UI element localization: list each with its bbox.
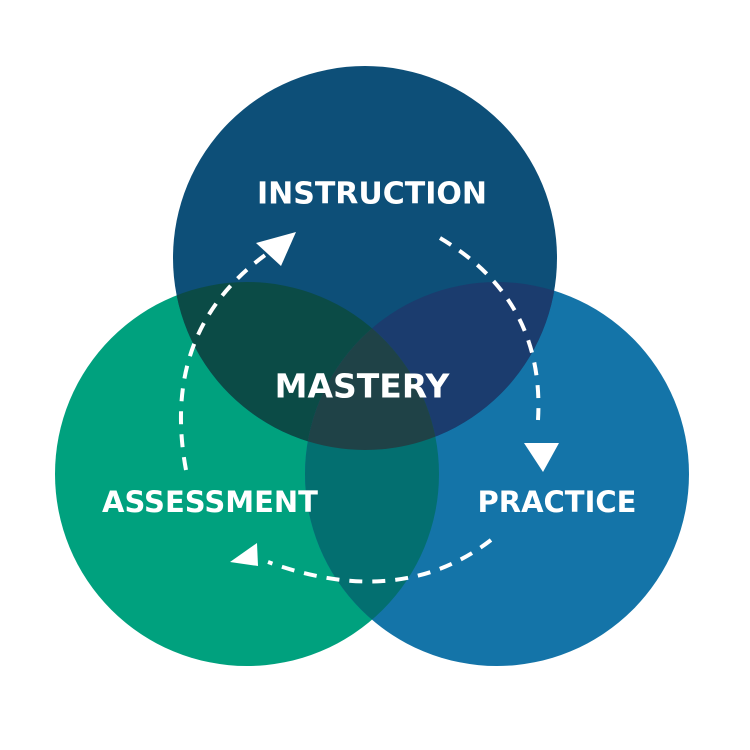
cycle-arc-practice-to-assessment: [267, 538, 493, 584]
label-assessment: ASSESSMENT: [102, 485, 318, 519]
cycle-arrowheads: [230, 232, 559, 566]
overlap-center: [305, 282, 439, 450]
arrowhead-down-icon: [524, 443, 559, 472]
label-instruction: INSTRUCTION: [257, 177, 487, 212]
cycle-arrows: [178, 236, 541, 584]
cycle-arc-assessment-to-instruction: [178, 251, 270, 471]
label-practice: PRACTICE: [478, 485, 637, 519]
label-mastery: MASTERY: [275, 367, 451, 406]
cycle-arc-instruction-to-practice: [438, 236, 541, 421]
arrowhead-up-icon: [256, 232, 296, 266]
arrowhead-left-icon: [230, 543, 258, 566]
